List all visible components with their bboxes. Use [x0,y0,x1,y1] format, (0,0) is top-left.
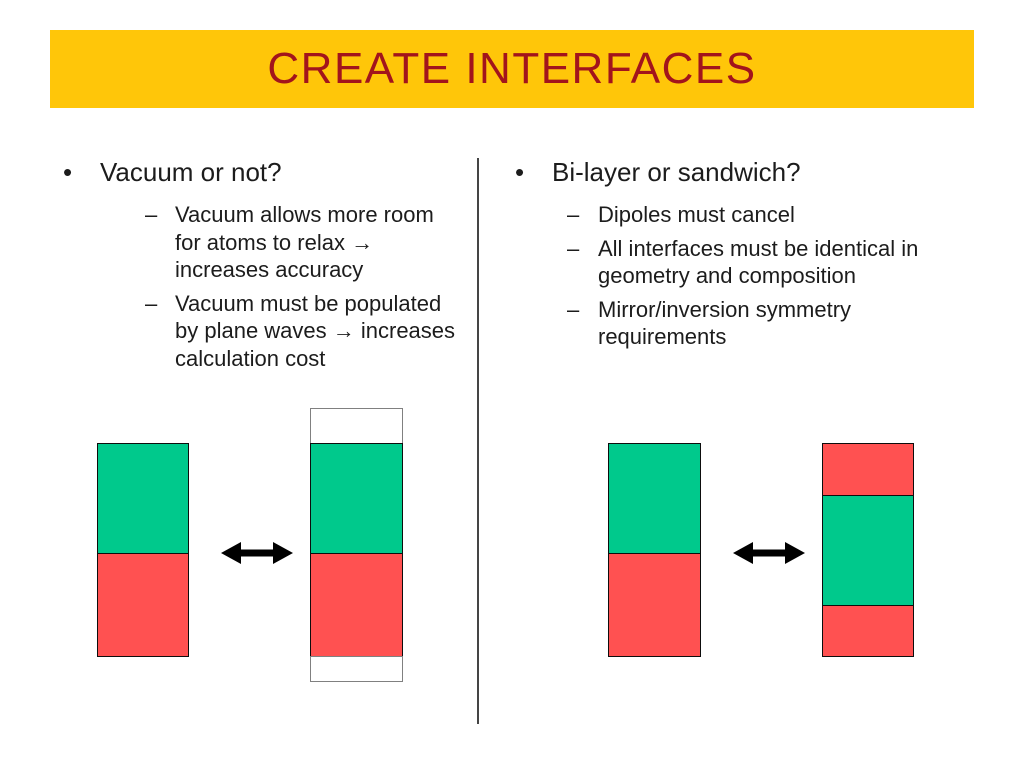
slab-bilayer-diagram [608,443,701,657]
red-layer-block [310,553,403,657]
list-item: – Mirror/inversion symmetry requirements [567,296,935,351]
list-item: – Vacuum allows more room for atoms to r… [145,201,465,284]
sub-bullet-text: Vacuum must be populated by plane waves … [175,290,456,371]
dash-icon: – [567,235,580,261]
dash-icon: – [145,290,158,316]
right-column: • Bi-layer or sandwich? – Dipoles must c… [515,156,935,357]
list-item: – Vacuum must be populated by plane wave… [145,290,465,373]
column-divider [477,158,479,724]
sub-bullet-list: – Vacuum allows more room for atoms to r… [145,201,465,372]
heading-row: • Vacuum or not? [63,156,465,188]
green-layer-block [822,495,914,606]
bullet-icon: • [515,157,525,187]
column-heading: Vacuum or not? [100,157,282,187]
dash-icon: – [567,202,580,227]
sub-bullet-list: – Dipoles must cancel – All interfaces m… [567,201,935,351]
red-layer-block [822,605,914,657]
sub-bullet-text: Vacuum allows more room for atoms to rel… [175,202,434,282]
slab-sandwich-diagram [822,443,914,657]
white-layer-block [310,656,403,682]
double-arrow-icon [221,542,293,564]
heading-row: • Bi-layer or sandwich? [515,156,935,188]
sub-bullet-text: Dipoles must cancel [598,202,795,227]
sub-bullet-text: Mirror/inversion symmetry requirements [598,296,852,350]
bullet-icon: • [63,157,73,187]
dash-icon: – [145,202,158,227]
dash-icon: – [567,296,580,322]
double-arrow-icon [733,542,805,564]
green-layer-block [608,443,701,554]
green-layer-block [97,443,189,554]
slab-with-vacuum-diagram [310,408,403,682]
sub-bullet-text: All interfaces must be identical in geom… [598,235,919,289]
green-layer-block [310,443,403,554]
slab-bilayer-diagram [97,443,189,657]
white-layer-block [310,408,403,444]
red-layer-block [822,443,914,496]
red-layer-block [608,553,701,657]
red-layer-block [97,553,189,657]
slide-title: CREATE INTERFACES [267,44,757,93]
column-heading: Bi-layer or sandwich? [552,157,801,187]
left-column: • Vacuum or not? – Vacuum allows more ro… [63,156,465,378]
title-banner: CREATE INTERFACES [50,30,974,108]
list-item: – All interfaces must be identical in ge… [567,235,935,290]
list-item: – Dipoles must cancel [567,201,935,229]
